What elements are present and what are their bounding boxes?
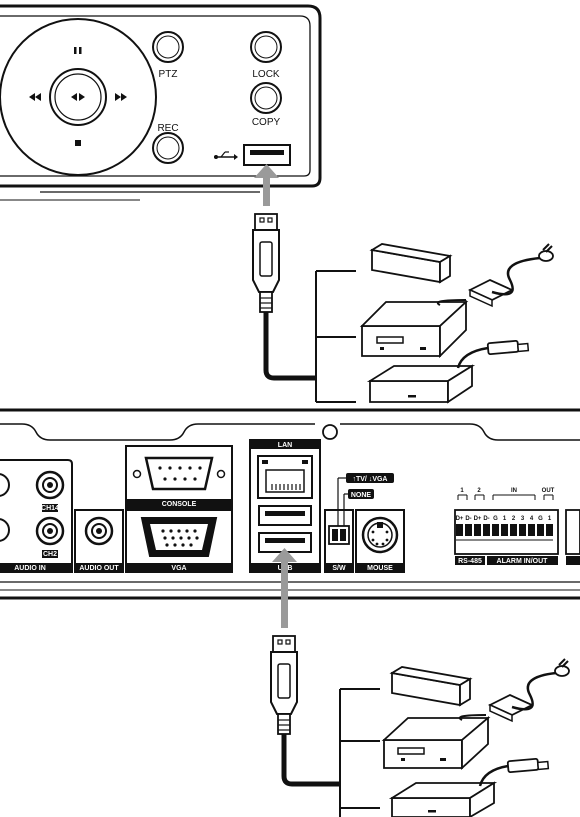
rear-panel [0,408,580,600]
play-pause-icon[interactable] [71,93,85,101]
copy-button[interactable] [250,82,282,114]
usb-flash-drive-icon [369,243,453,284]
rs-terminal-1: D+ [456,516,464,522]
bottom-usb-cable [281,734,340,787]
audio-out-jack[interactable] [84,516,114,546]
alarm-label: ALARM IN/OUT [497,558,549,565]
rs-group-2: 2 [477,488,481,494]
top-usb-plug [252,213,280,313]
external-drive-icon [381,716,491,771]
terminal-block [454,494,580,565]
bottom-device-bracket [339,688,380,817]
audio-in-block [0,459,73,573]
portable-drive-icon [366,339,530,404]
jog-dial[interactable] [0,18,157,176]
rs-terminal-4: D- [483,516,489,522]
usb-flash-drive-icon [389,666,473,707]
lan-label: LAN [278,442,292,449]
top-device-bracket [315,270,356,403]
fast-forward-icon[interactable] [115,93,127,101]
sw-label: S/W [332,565,346,572]
dip-switch[interactable] [328,525,350,545]
ch14-label: CH14 [41,505,59,512]
alarm-terminal-4: 3 [521,516,525,522]
portable-drive-icon [388,757,550,817]
ptz-button[interactable] [152,31,184,63]
bottom-usb-plug [270,635,298,735]
console-label: CONSOLE [162,501,197,508]
alarm-terminal-7: 1 [548,516,552,522]
lock-label: LOCK [252,69,280,80]
usb-symbol-icon [214,151,238,160]
audio-in-jack-ch2[interactable] [35,516,65,546]
top-usb-cable [263,312,316,381]
power-adapter-icon [436,243,554,308]
lan-port[interactable] [257,455,313,499]
audio-out-label: AUDIO OUT [79,565,119,572]
ps2-mouse-port[interactable] [361,516,399,554]
rs-group-1: 1 [460,488,464,494]
audio-in-label: AUDIO IN [14,565,46,572]
alarm-terminal-5: 4 [530,516,534,522]
alarm-terminal-2: 1 [503,516,507,522]
rs-terminal-2: D- [465,516,471,522]
alarm-terminal-3: 2 [512,516,516,522]
rec-label: REC [157,123,178,134]
front-usb-port[interactable] [243,144,291,166]
rec-button[interactable] [152,132,184,164]
rs-terminal-3: D+ [474,516,482,522]
none-label: NONE [351,492,372,499]
console-serial-port[interactable] [144,456,214,491]
mouse-label: MOUSE [367,565,393,572]
rs485-label: RS-485 [458,558,482,565]
pause-icon[interactable] [74,47,82,54]
ptz-label: PTZ [159,69,178,80]
rear-usb-port-upper[interactable] [258,505,312,526]
in-label: IN [511,488,517,494]
lock-button[interactable] [250,31,282,63]
external-drive-icon [359,299,469,359]
alarm-terminal-6: G [538,516,543,522]
audio-in-jack-ch14[interactable] [35,470,65,500]
ch2-label: CH2 [43,551,57,558]
tv-vga-callout [337,473,394,526]
stop-icon[interactable] [75,140,81,146]
power-adapter-icon [458,658,570,723]
alarm-terminal-1: G [493,516,498,522]
top-connect-arrow [254,164,279,206]
out-label: OUT [542,488,555,494]
vga-label: VGA [171,565,186,572]
rewind-icon[interactable] [29,93,41,101]
copy-label: COPY [252,117,281,128]
bottom-connect-arrow [272,548,297,628]
tv-vga-label: ↑TV/ ↓VGA [352,476,387,483]
vga-port[interactable] [140,517,218,557]
